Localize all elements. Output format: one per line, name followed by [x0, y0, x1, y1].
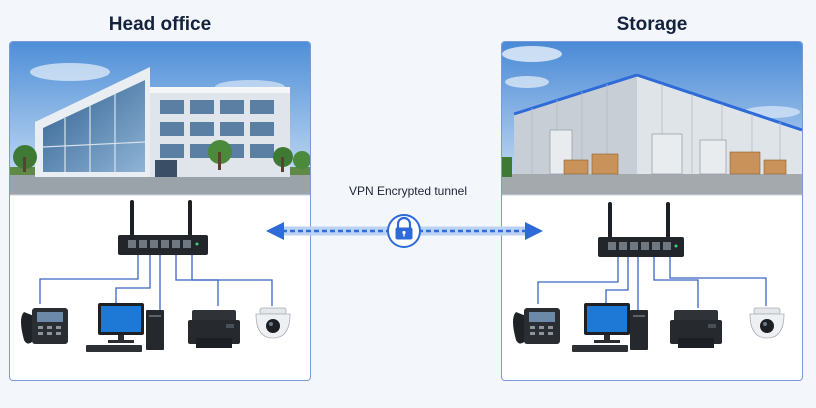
- storage-network-links: [537, 256, 767, 310]
- lock-icon: [387, 214, 421, 248]
- warehouse-photo: [502, 42, 802, 195]
- router-antennas: [130, 200, 192, 236]
- vpn-tunnel-label: VPN Encrypted tunnel: [348, 184, 468, 198]
- printer-icon: [670, 310, 722, 348]
- head-office-title: Head office: [108, 14, 212, 35]
- head-office-scene: [10, 42, 310, 352]
- security-camera-icon: [749, 307, 785, 339]
- office-building-photo: [10, 42, 310, 195]
- router-icon: [598, 237, 684, 257]
- desktop-computer-icon: [86, 303, 164, 352]
- storage-scene: [502, 42, 802, 352]
- head-office-panel: [9, 41, 311, 381]
- desktop-computer-icon: [572, 303, 648, 352]
- router-icon: [118, 235, 208, 255]
- security-camera-icon: [255, 307, 291, 339]
- storage-title: Storage: [616, 14, 688, 35]
- ip-phone-icon: [21, 308, 68, 344]
- head-office-network-links: [39, 254, 273, 310]
- storage-panel: [501, 41, 803, 381]
- router-antennas: [608, 202, 670, 238]
- ip-phone-icon: [513, 308, 560, 344]
- printer-icon: [188, 310, 240, 348]
